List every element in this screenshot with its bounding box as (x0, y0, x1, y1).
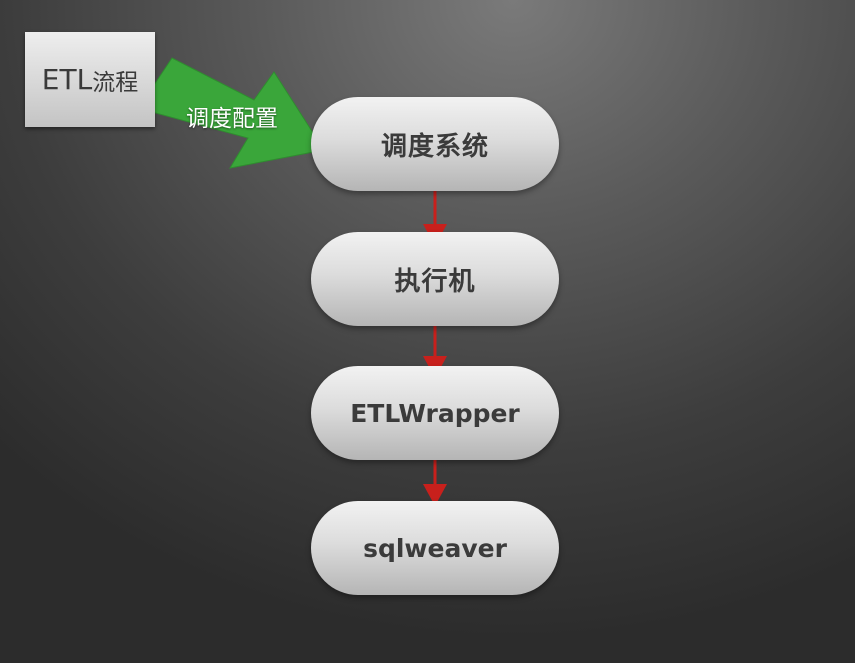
node-scheduler[interactable]: 调度系统 (311, 97, 559, 191)
edge-label-schedule-config: 调度配置 (186, 106, 278, 132)
node-executor-label: 执行机 (394, 266, 476, 297)
node-etlwrapper[interactable]: ETLWrapper (311, 366, 559, 460)
source-label-latin: ETL (41, 63, 93, 96)
node-executor[interactable]: 执行机 (311, 232, 559, 326)
source-label-cjk: 流程 (92, 69, 139, 96)
node-etlwrapper-label: ETLWrapper (350, 398, 520, 428)
node-sqlweaver[interactable]: sqlweaver (311, 501, 559, 595)
node-scheduler-label: 调度系统 (380, 131, 489, 162)
node-sqlweaver-label: sqlweaver (363, 533, 507, 563)
